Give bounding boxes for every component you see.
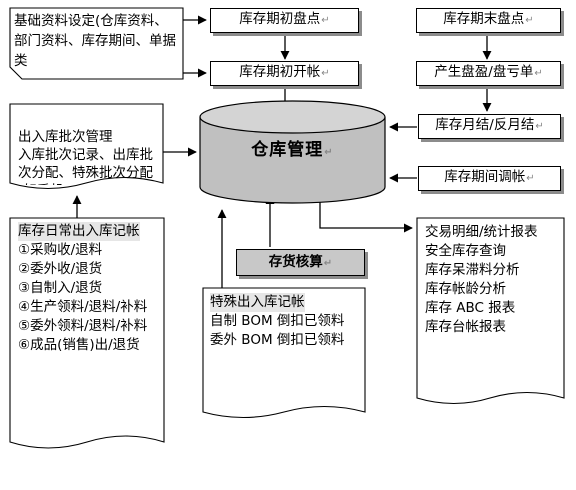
setup-box-shape — [9, 7, 184, 80]
center-label: 仓库管理↵ — [251, 140, 334, 160]
warehouse-cylinder — [199, 100, 386, 204]
batch-text: 出入库批次管理 入库批次记录、出库批次分配、特殊批次分配(如手机. — [18, 129, 153, 185]
daily-item: ④生产领料/退料/补料 — [18, 299, 148, 315]
reports-item: 库存台帐报表 — [425, 319, 506, 335]
reports-doc-shape — [416, 217, 565, 404]
special-title: 特殊出入库记帐 — [210, 293, 305, 312]
end-count-label: 库存期末盘点 — [443, 11, 525, 27]
setup-text: 基础资料设定(仓库资料、部门资料、库存期间、单据类 — [14, 13, 176, 69]
valuation-label: 存货核算 — [268, 254, 323, 270]
daily-title: 库存日常出入库记帐 — [18, 222, 140, 241]
daily-doc-shape — [9, 217, 165, 449]
special-item: 委外 BOM 倒扣已领料 — [210, 332, 345, 348]
period-adjust-label: 库存期间调帐 — [444, 169, 526, 185]
reports-item: 库存 ABC 报表 — [425, 300, 516, 316]
reports-item: 库存帐龄分析 — [425, 281, 506, 297]
daily-item: ②委外收/退货 — [18, 261, 103, 277]
monthly-box[interactable]: 库存月结/反月结↵ — [418, 114, 561, 139]
daily-item: ⑤委外领料/退料/补料 — [18, 318, 148, 334]
special-box: 特殊出入库记帐 自制 BOM 倒扣已领料 委外 BOM 倒扣已领料 — [206, 291, 363, 409]
end-count-box[interactable]: 库存期末盘点↵ — [416, 8, 561, 33]
opening-box[interactable]: 库存期初盘点↵ — [210, 8, 359, 33]
open-account-box[interactable]: 库存期初开帐↵ — [210, 61, 359, 86]
batch-box: 出入库批次管理 入库批次记录、出库批次分配、特殊批次分配(如手机. — [14, 107, 164, 185]
special-doc-shape — [202, 287, 366, 419]
open-account-label: 库存期初开帐 — [239, 64, 321, 80]
daily-item: ③自制入/退货 — [18, 280, 103, 296]
batch-doc-shape — [9, 103, 164, 189]
reports-item: 库存呆滞料分析 — [425, 262, 520, 278]
daily-item: ①采购收/退料 — [18, 242, 103, 258]
opening-label: 库存期初盘点 — [239, 11, 321, 27]
arrow-center-to-reports — [319, 200, 413, 233]
reports-item: 安全库存查询 — [425, 243, 506, 259]
special-item: 自制 BOM 倒扣已领料 — [210, 313, 345, 329]
gain-loss-label: 产生盘盈/盘亏单 — [434, 64, 534, 80]
reports-title: 交易明细/统计报表 — [425, 224, 538, 240]
monthly-label: 库存月结/反月结 — [435, 117, 535, 133]
daily-item: ⑥成品(销售)出/退货 — [18, 337, 140, 353]
valuation-box[interactable]: 存货核算↵ — [236, 249, 365, 276]
reports-box: 交易明细/统计报表 安全库存查询 库存呆滞料分析 库存帐龄分析 库存 ABC 报… — [421, 221, 561, 396]
period-adjust-box[interactable]: 库存期间调帐↵ — [418, 166, 561, 191]
gain-loss-box[interactable]: 产生盘盈/盘亏单↵ — [416, 61, 561, 86]
setup-box: 基础资料设定(仓库资料、部门资料、库存期间、单据类 — [14, 11, 181, 73]
daily-box: 库存日常出入库记帐 ①采购收/退料 ②委外收/退货 ③自制入/退货 ④生产领料/… — [14, 220, 164, 440]
